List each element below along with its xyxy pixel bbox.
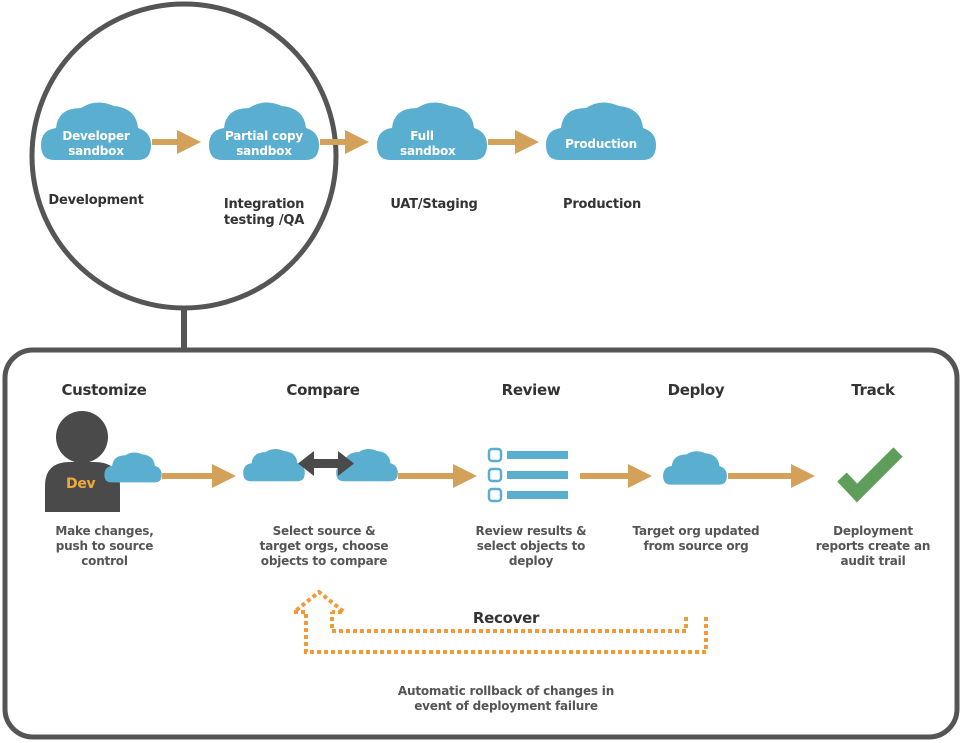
step-desc-review: Review results & select objects to deplo… [475, 524, 587, 568]
step-desc-customize: Make changes, push to source control [55, 524, 154, 568]
step-title-customize: Customize [61, 381, 147, 399]
step-desc-deploy: Target org updated from source org [632, 524, 760, 553]
customize-cloud-icon [104, 452, 162, 483]
recover-title: Recover [472, 609, 540, 627]
developer-person-icon [45, 411, 120, 512]
production-cloud-label: Production [565, 137, 637, 151]
partial-copy-sandbox-label: Partial copy sandbox [224, 129, 304, 158]
stage-uat-staging: UAT/Staging [390, 197, 478, 212]
step-desc-compare: Select source & target orgs, choose obje… [259, 524, 389, 568]
deploy-cloud-icon [663, 451, 727, 485]
rollback-arrow [288, 589, 708, 654]
stage-integration-testing: Integration testing /QA [223, 197, 305, 228]
checkmark-icon [837, 447, 903, 503]
double-arrow-icon [298, 451, 354, 476]
step-title-track: Track [851, 381, 895, 399]
stage-production: Production [563, 197, 641, 212]
full-sandbox-label: Full sandbox [400, 129, 456, 158]
source-org-cloud-icon [243, 448, 305, 482]
checklist-icon [487, 447, 568, 503]
step-title-compare: Compare [286, 381, 360, 399]
step-title-review: Review [501, 381, 561, 399]
step-title-deploy: Deploy [667, 381, 725, 399]
dev-badge: Dev [66, 476, 96, 492]
stage-development: Development [48, 193, 144, 208]
step-desc-track: Deployment reports create an audit trail [815, 524, 931, 568]
developer-sandbox-label: Developer sandbox [62, 129, 130, 158]
recover-description: Automatic rollback of changes in event o… [397, 684, 615, 713]
workflow-panel [2, 347, 960, 740]
